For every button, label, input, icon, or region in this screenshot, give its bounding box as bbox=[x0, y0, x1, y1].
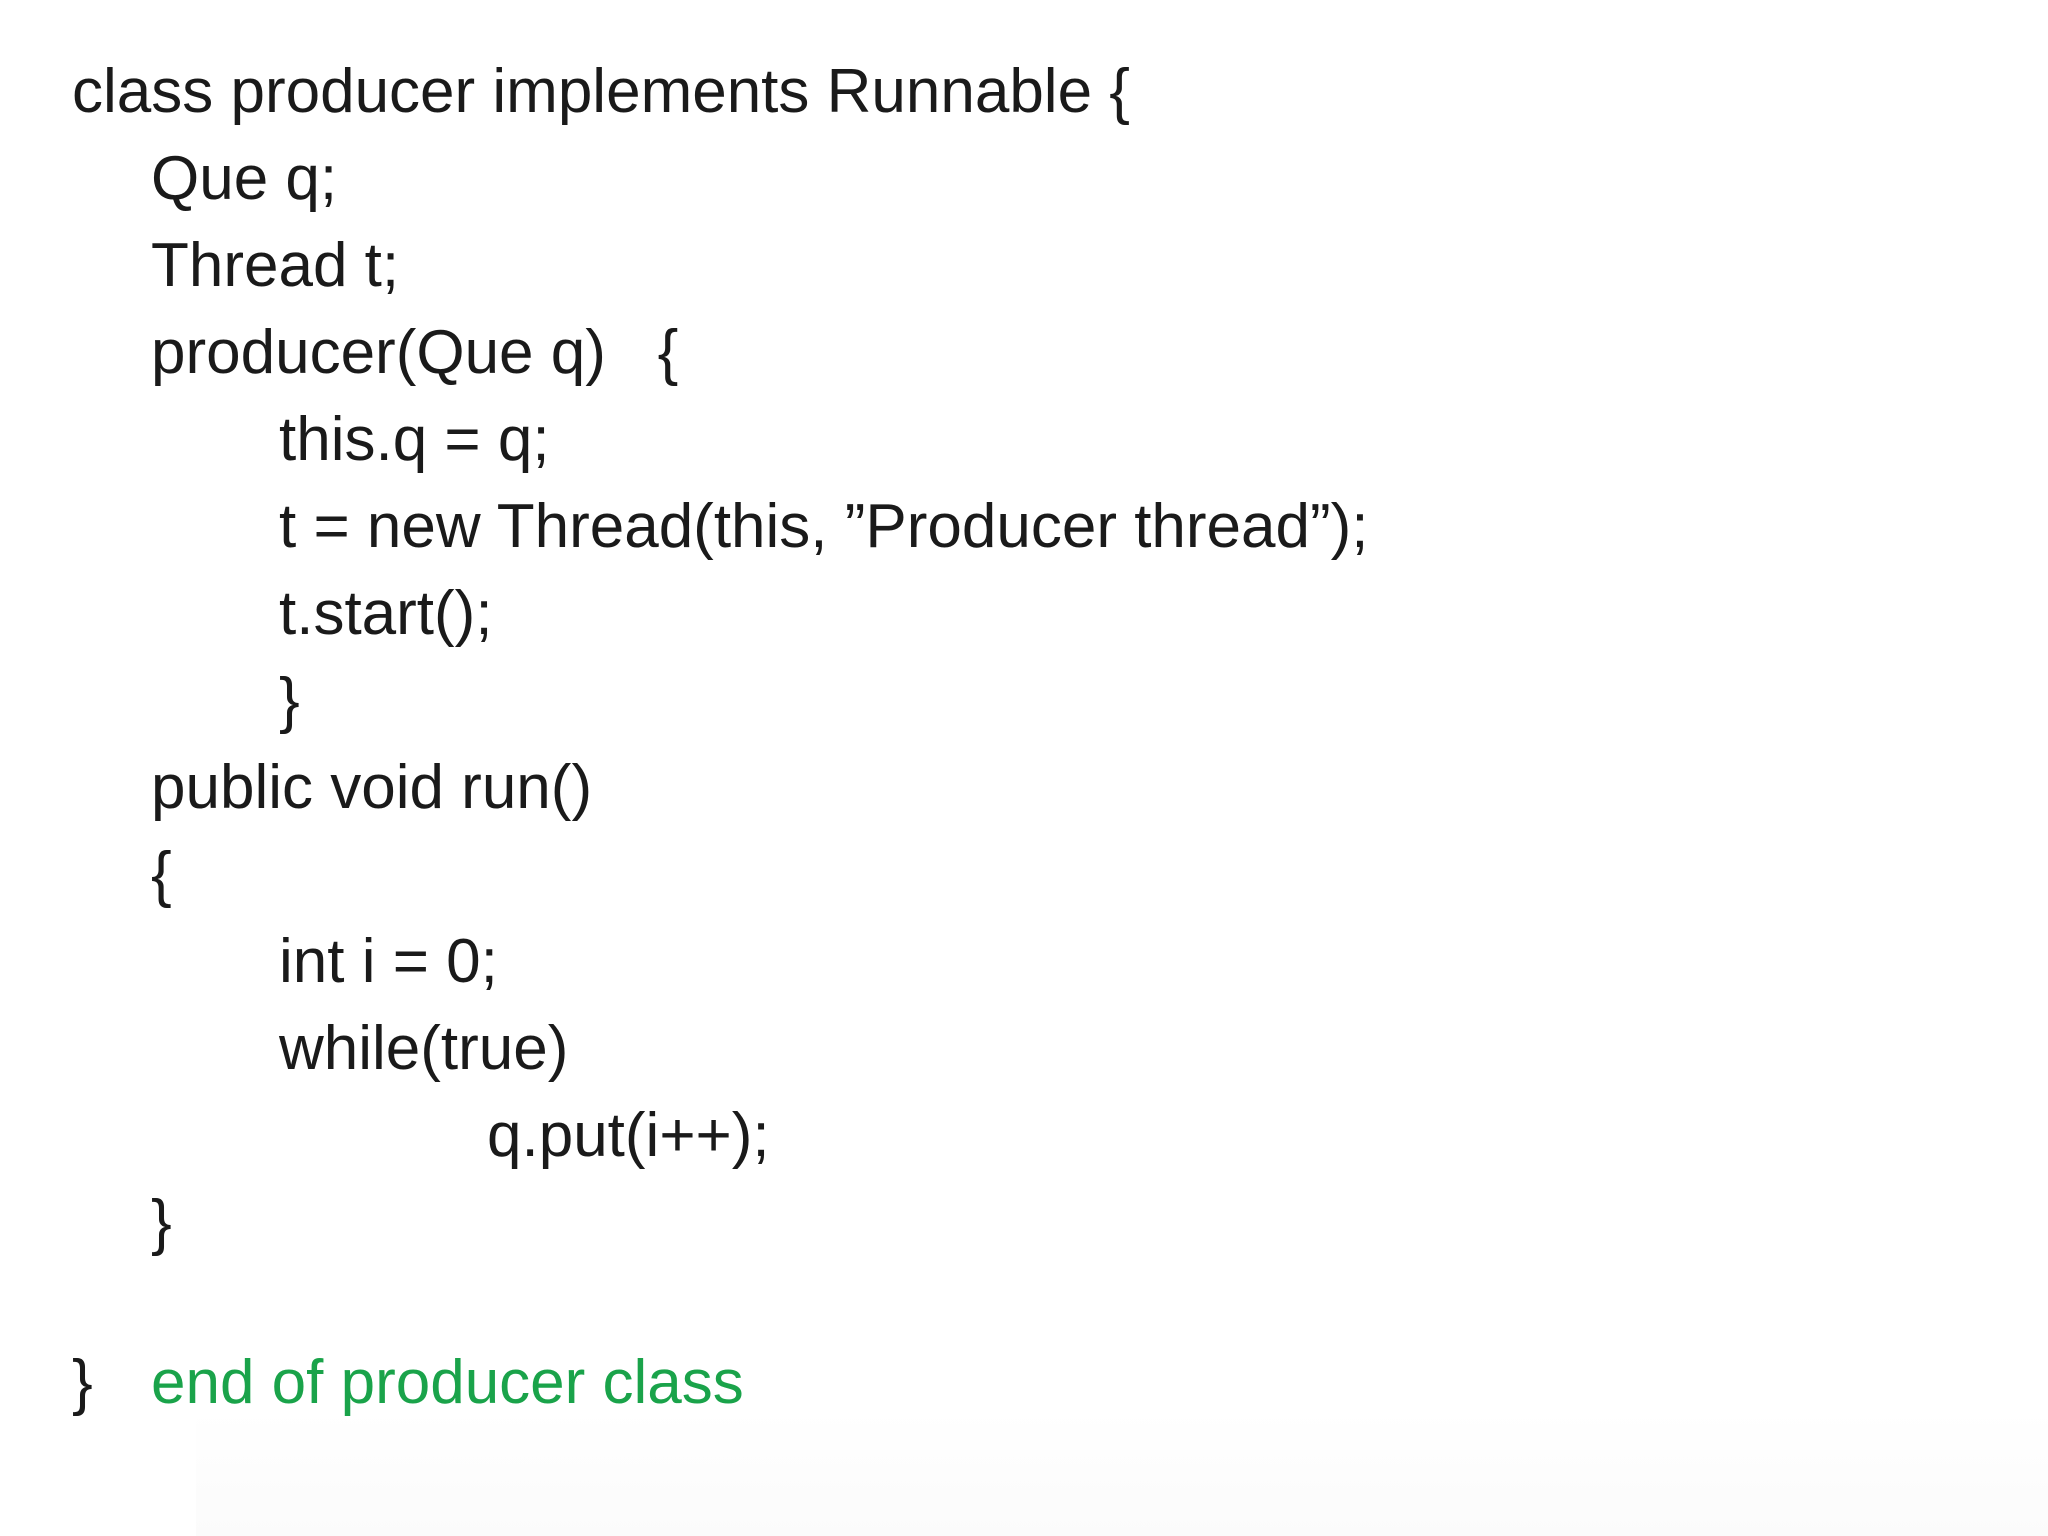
code-line-run-method: public void run() bbox=[151, 753, 593, 822]
code-line-new-thread: t = new Thread(this, ”Producer thread”); bbox=[279, 492, 1369, 561]
end-class-comment: end of producer class bbox=[151, 1348, 744, 1417]
code-line-constructor-close: } bbox=[279, 666, 300, 735]
code-line-constructor: producer(Que q) { bbox=[151, 318, 679, 387]
code-line-run-open: { bbox=[151, 840, 172, 909]
code-line-class-close: } bbox=[72, 1348, 93, 1417]
code-line-int-i: int i = 0; bbox=[279, 927, 498, 996]
background-panel bbox=[196, 1410, 2048, 1536]
code-line-run-close: } bbox=[151, 1188, 172, 1257]
code-line-start-thread: t.start(); bbox=[279, 579, 493, 648]
code-line-thread-field: Thread t; bbox=[151, 231, 400, 300]
code-line-while: while(true) bbox=[279, 1014, 569, 1083]
code-line-class-declaration: class producer implements Runnable { bbox=[72, 57, 1130, 126]
code-line-put: q.put(i++); bbox=[487, 1101, 770, 1170]
code-line-assign-q: this.q = q; bbox=[279, 405, 550, 474]
code-line-que-field: Que q; bbox=[151, 144, 338, 213]
